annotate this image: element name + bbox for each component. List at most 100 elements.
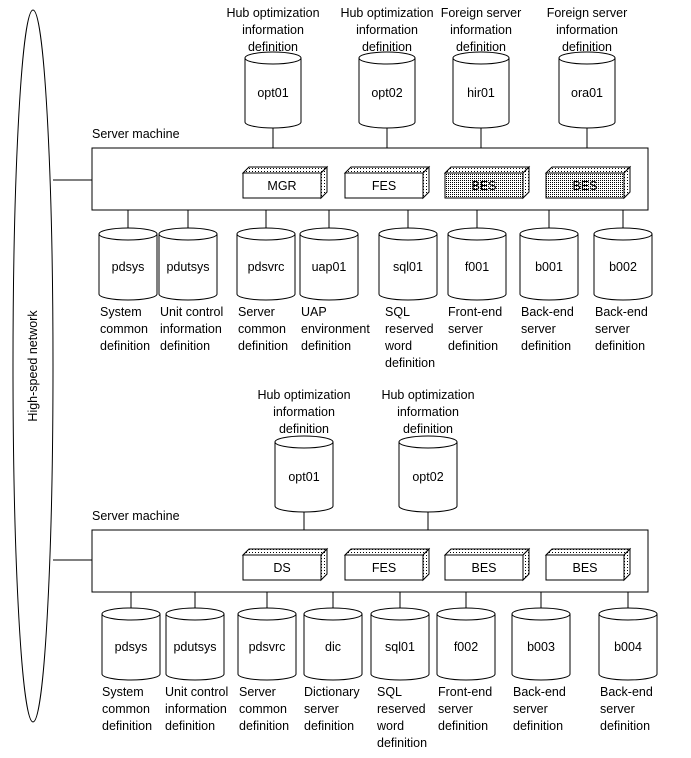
cylinder-top	[274, 435, 334, 449]
bottom-definition-file: pdutsys	[165, 607, 225, 681]
bottom-definition-file: b004	[598, 607, 658, 681]
caption-line: Foreign server	[547, 6, 628, 20]
cylinder-top	[98, 227, 158, 241]
top-definition-file: opt01	[244, 51, 302, 129]
bottom-definition-file: pdsys	[98, 227, 158, 301]
file-name: f001	[465, 260, 489, 274]
cylinder-top	[558, 51, 616, 65]
file-name: opt01	[288, 470, 319, 484]
cylinder-top	[165, 607, 225, 621]
caption-line: reserved	[385, 322, 434, 336]
server-process-box: BES	[443, 547, 531, 582]
file-name: sql01	[393, 260, 423, 274]
cylinder-top	[244, 51, 302, 65]
caption-line: Server	[238, 305, 275, 319]
server-label: FES	[372, 179, 396, 193]
caption-line: Front-end	[438, 685, 492, 699]
top-definition-file: hir01	[452, 51, 510, 129]
caption-line: definition	[102, 719, 152, 733]
caption-line: information	[273, 405, 335, 419]
cylinder-body	[236, 234, 296, 301]
caption-line: Front-end	[448, 305, 502, 319]
file-name: b001	[535, 260, 563, 274]
cylinder-body	[165, 614, 225, 681]
cylinder-top	[598, 607, 658, 621]
caption-line: definition	[165, 719, 215, 733]
bottom-definition-file: b001	[519, 227, 579, 301]
cylinder-body	[593, 234, 653, 301]
server-label: BES	[471, 561, 496, 575]
server-label: BES	[572, 179, 597, 193]
cylinder-top	[299, 227, 359, 241]
network-ellipse	[12, 9, 54, 723]
caption-line: Hub optimization	[381, 388, 474, 402]
server-process-box: MGR	[241, 165, 329, 200]
caption-line: information	[450, 23, 512, 37]
caption-line: definition	[600, 719, 650, 733]
network-label: High-speed network	[26, 310, 40, 422]
cylinder-top	[303, 607, 363, 621]
server-label: FES	[372, 561, 396, 575]
caption-line: server	[304, 702, 339, 716]
cylinder-top	[378, 227, 438, 241]
cylinder-body	[303, 614, 363, 681]
top-definition-file: opt02	[358, 51, 416, 129]
box-top-shade	[345, 549, 429, 555]
cylinder-body	[299, 234, 359, 301]
cylinder-body	[511, 614, 571, 681]
caption-line: Hub optimization	[226, 6, 319, 20]
caption-line: reserved	[377, 702, 426, 716]
caption-line: server	[438, 702, 473, 716]
caption-line: definition	[100, 339, 150, 353]
bottom-definition-file: pdsys	[101, 607, 161, 681]
file-name: b004	[614, 640, 642, 654]
caption-line: definition	[304, 719, 354, 733]
file-name: dic	[325, 640, 341, 654]
file-name: b002	[609, 260, 637, 274]
cylinder-body	[378, 234, 438, 301]
box-side-shade	[624, 167, 630, 198]
box-front-face	[444, 554, 524, 581]
server-process-box: BES	[544, 547, 632, 582]
caption-line: information	[556, 23, 618, 37]
top-definition-file: ora01	[558, 51, 616, 129]
caption-line: Server	[239, 685, 276, 699]
bottom-definition-file: f002	[436, 607, 496, 681]
server-process-box: BES	[544, 165, 632, 200]
cylinder-body	[447, 234, 507, 301]
box-top-shade	[345, 167, 429, 173]
cylinder-body	[98, 234, 158, 301]
caption-line: Unit control	[160, 305, 223, 319]
file-name: f002	[454, 640, 478, 654]
cylinder-top	[398, 435, 458, 449]
box-top-shade	[445, 549, 529, 555]
cylinder-top	[452, 51, 510, 65]
caption-line: Back-end	[513, 685, 566, 699]
cylinder-body	[358, 58, 416, 129]
file-name: pdsys	[115, 640, 148, 654]
cylinder-body	[436, 614, 496, 681]
cylinder-top	[236, 227, 296, 241]
caption-line: server	[521, 322, 556, 336]
caption-line: definition	[160, 339, 210, 353]
caption-line: information	[242, 23, 304, 37]
file-name: opt01	[257, 86, 288, 100]
box-top-shade	[243, 167, 327, 173]
caption-line: Foreign server	[441, 6, 522, 20]
box-side-shade	[423, 167, 429, 198]
server-process-box: FES	[343, 547, 431, 582]
caption-line: information	[356, 23, 418, 37]
caption-line: definition	[448, 339, 498, 353]
